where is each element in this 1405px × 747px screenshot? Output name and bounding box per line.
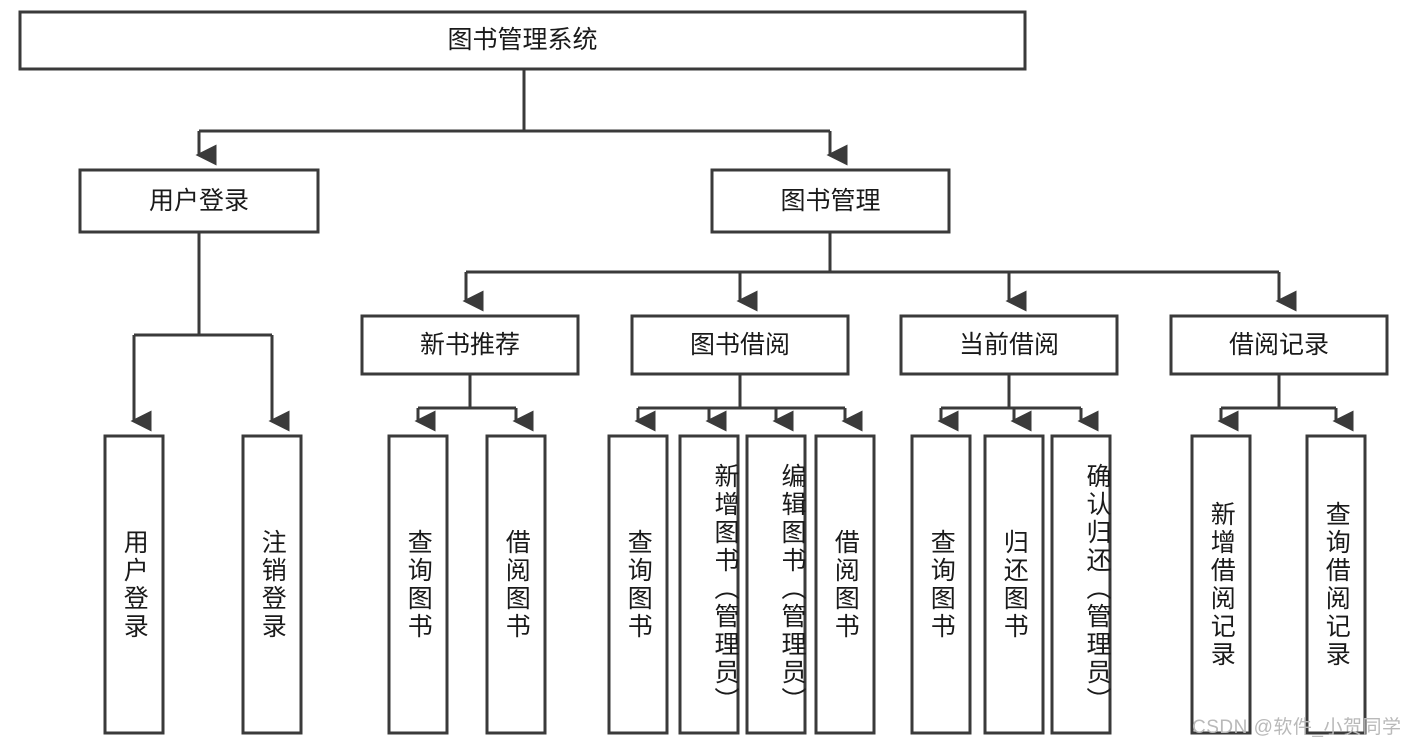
leaf-box-current-confirm[interactable] (1050, 434, 1112, 735)
node-box-root[interactable] (18, 10, 1027, 71)
leaf-box-borrow-edit[interactable] (745, 434, 807, 735)
node-box-borrow-record[interactable] (1169, 314, 1389, 376)
leaf-box-user-login-login[interactable] (103, 434, 165, 735)
csdn-watermark: CSDN @软件_小贺同学 (1192, 717, 1402, 738)
leaf-box-user-login-logout[interactable] (241, 434, 303, 735)
leaf-box-borrow-borrow[interactable] (814, 434, 876, 735)
leaf-box-borrow-add[interactable] (678, 434, 740, 735)
leaf-box-current-query[interactable] (910, 434, 972, 735)
leaf-box-recommend-query[interactable] (387, 434, 449, 735)
node-box-current-borrow[interactable] (899, 314, 1119, 376)
leaf-box-current-return[interactable] (983, 434, 1045, 735)
leaf-box-record-query[interactable] (1305, 434, 1367, 735)
node-box-new-book-recommend[interactable] (360, 314, 580, 376)
leaf-box-recommend-borrow[interactable] (485, 434, 547, 735)
node-box-book-borrow[interactable] (630, 314, 850, 376)
leaf-box-record-add[interactable] (1190, 434, 1252, 735)
leaf-box-borrow-query[interactable] (607, 434, 669, 735)
node-box-book-management[interactable] (710, 168, 951, 234)
node-box-user-login[interactable] (78, 168, 320, 234)
